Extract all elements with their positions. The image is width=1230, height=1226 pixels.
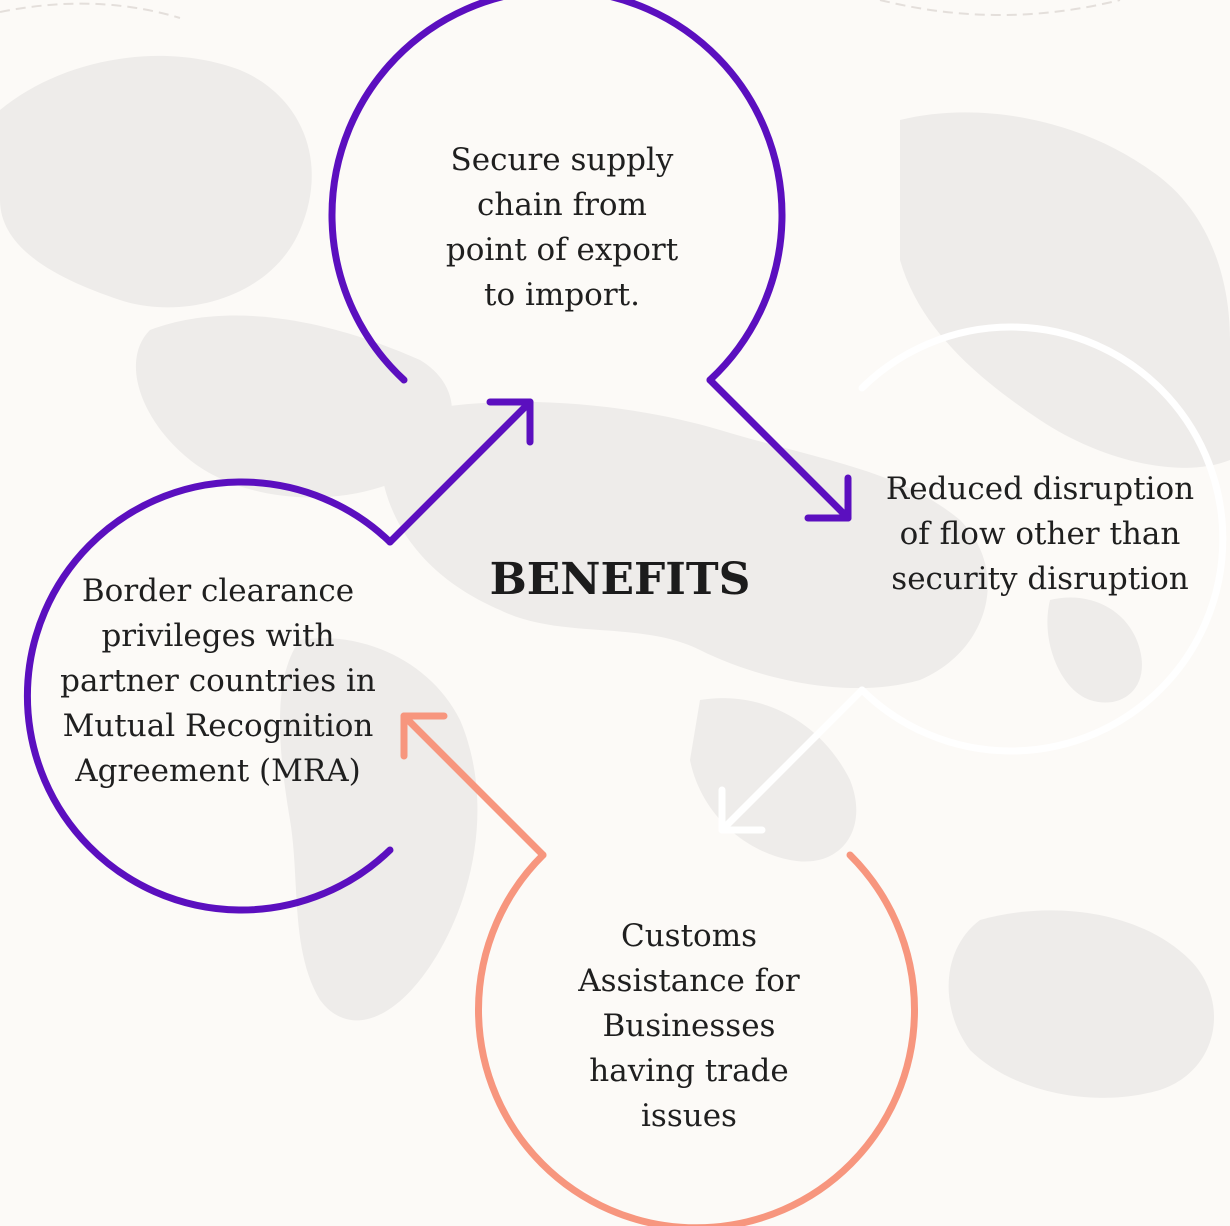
bottom-benefit-circle-arc (475, 851, 918, 1226)
benefit-label-customs-assistance: Customs Assistance for Businesses having… (578, 918, 800, 1134)
top-arrowhead (486, 398, 534, 446)
left-to-top-arrow (386, 398, 534, 546)
bottom-to-left-arrow (400, 712, 547, 859)
top-benefit-circle-arc (328, 0, 786, 384)
center-title: BENEFITS (489, 554, 751, 605)
benefit-label-secure-supply-chain: Secure supply chain from point of export… (445, 142, 679, 313)
left-arrowhead (400, 712, 448, 760)
right-benefit-circle-arc (858, 323, 1227, 755)
benefit-label-reduced-disruption: Reduced disruption of flow other than se… (885, 471, 1195, 597)
bottom-arrowhead (718, 786, 766, 834)
top-to-right-arrow (706, 376, 852, 522)
benefit-label-border-clearance: Border clearance privileges with partner… (60, 573, 376, 789)
right-arrowhead (804, 474, 852, 522)
left-benefit-circle-arc (23, 478, 394, 914)
right-to-bottom-arrow (718, 686, 866, 834)
